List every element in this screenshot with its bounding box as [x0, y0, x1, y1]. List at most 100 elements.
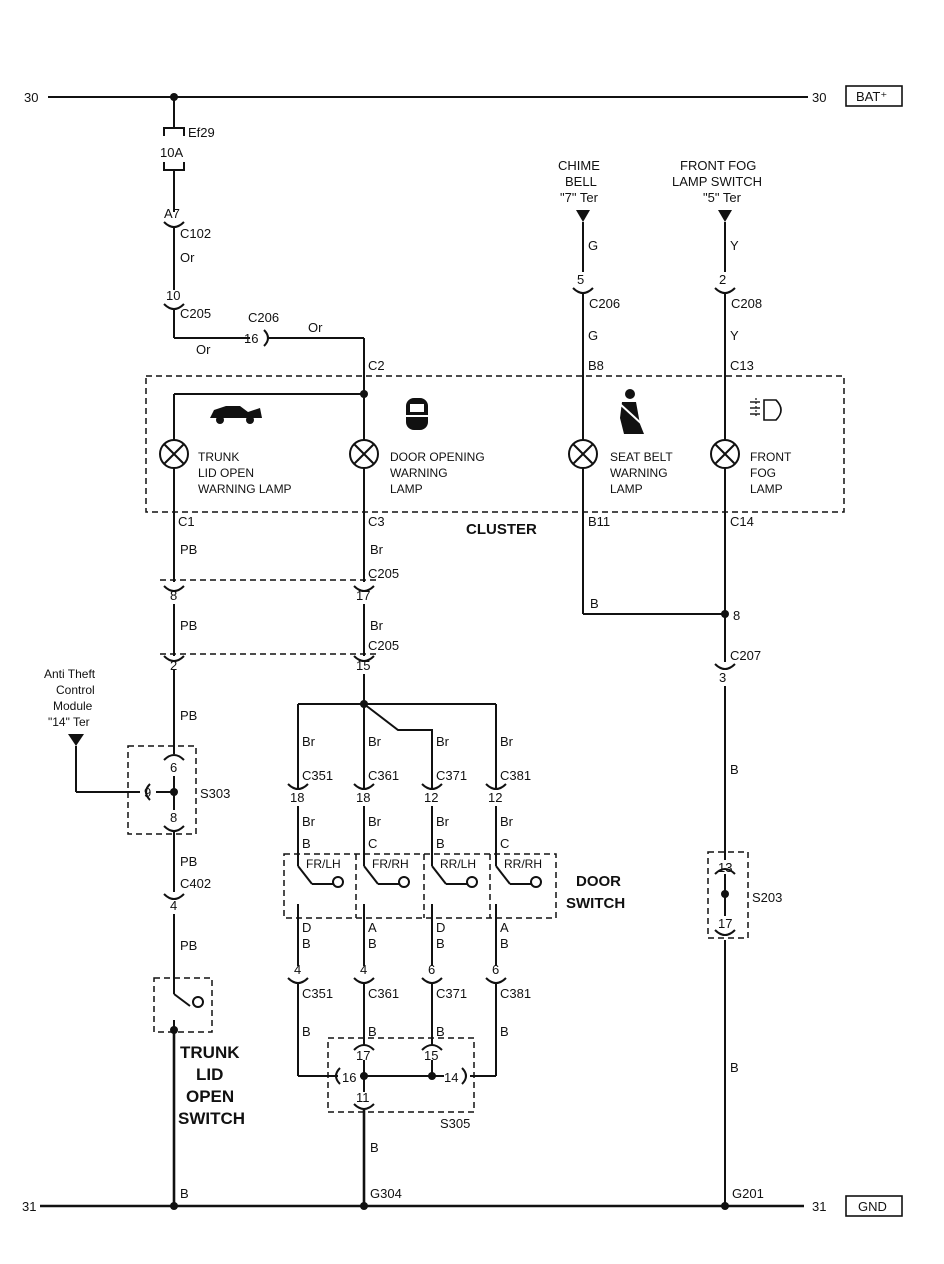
cluster-to-c205: PB Br C205 8 17 PB Br C205 2 15: [160, 512, 399, 673]
branch-pin-top: 12: [424, 790, 438, 805]
door-switch-tree: [297, 674, 497, 790]
splice-s305: 17 15 16 14 11 S305 B: [297, 1000, 497, 1206]
conn-c205-mid: C205: [368, 566, 399, 581]
car-trunk-icon: [210, 406, 262, 424]
conn-c102: C102: [180, 226, 211, 241]
fog-lamp-line-3: LAMP: [750, 482, 783, 496]
car-door-icon: [404, 398, 430, 430]
branch-term-top: B: [436, 836, 445, 851]
door-lamp-line-3: LAMP: [390, 482, 423, 496]
fog-wire-y1: Y: [730, 238, 739, 253]
branch-wire-b: B: [436, 936, 445, 951]
branch-conn-top: C351: [302, 768, 333, 783]
branch-wire-b: B: [302, 936, 311, 951]
cluster-c3: C3: [368, 514, 385, 529]
chime-bell-source: CHIME BELL "7" Ter G 5 C206 G B8: [558, 158, 620, 440]
branch-wire-b: B: [500, 936, 509, 951]
wire-b-left: B: [180, 1186, 189, 1201]
door-lamp-line-1: DOOR OPENING: [390, 450, 485, 464]
wire-br-1: Br: [370, 542, 384, 557]
trunk-switch-line-1: TRUNK: [180, 1043, 240, 1062]
door-switch-box: DOOR SWITCH: [283, 853, 625, 919]
branch-wire-top: Br: [368, 734, 382, 749]
branch-wire-top: Br: [436, 734, 450, 749]
pin-2: 2: [170, 658, 177, 673]
conn-c13: C13: [730, 358, 754, 373]
s203-pin-17: 17: [718, 916, 732, 931]
branch-wire-mid: Br: [436, 814, 450, 829]
wire-pb-2: PB: [180, 618, 197, 633]
conn-a7: A7: [164, 206, 180, 221]
seatbelt-warning-lamp: SEAT BELT WARNING LAMP: [568, 389, 673, 496]
trunk-lamp-line-3: WARNING LAMP: [198, 482, 292, 496]
bat-label: BAT⁺: [856, 89, 887, 104]
chime-c206: C206: [589, 296, 620, 311]
branch-term-top: B: [302, 836, 311, 851]
door-switch-fr-rh: FR/RH: [372, 857, 409, 871]
conn-c205-low: C205: [368, 638, 399, 653]
cluster-c14: C14: [730, 514, 754, 529]
branch-wire-top: Br: [302, 734, 316, 749]
conn-c402: C402: [180, 876, 211, 891]
door-switch-line-2: SWITCH: [566, 895, 625, 912]
s303-pin-6: 6: [170, 760, 177, 775]
fog-lamp-icon: [750, 398, 782, 421]
chime-pin: 5: [577, 272, 584, 287]
cluster: TRUNK LID OPEN WARNING LAMP DOOR OPENING…: [145, 375, 845, 538]
fog-lamp: FRONT FOG LAMP: [710, 398, 792, 496]
fog-src-line-2: LAMP SWITCH: [672, 174, 762, 189]
conn-c207: C207: [730, 648, 761, 663]
chime-wire-g1: G: [588, 238, 598, 253]
gnd-label: GND: [858, 1199, 887, 1214]
wire-pb-5: PB: [180, 938, 197, 953]
s303-pin-8: 8: [170, 810, 177, 825]
wire-b-seat: B: [590, 596, 599, 611]
branch-term-top: C: [368, 836, 377, 851]
conn-c205-top: C205: [180, 306, 211, 321]
branch-term-top: C: [500, 836, 509, 851]
s305-pin-14: 14: [444, 1070, 458, 1085]
trunk-switch-line-4: SWITCH: [178, 1109, 245, 1128]
pin-15: 15: [356, 658, 370, 673]
fog-switch-source: FRONT FOG LAMP SWITCH "5" Ter Y 2 C208 Y…: [672, 158, 762, 440]
door-switch-branches: BrC35118BrBFR/LHDB4C351BBrC36118BrCFR/RH…: [287, 734, 542, 1039]
trunk-switch-line-2: LID: [196, 1065, 223, 1084]
fog-lamp-line-1: FRONT: [750, 450, 792, 464]
wire-or-1: Or: [180, 250, 195, 265]
s303-pin-9: 9: [144, 785, 151, 800]
pin-17: 17: [356, 588, 370, 603]
branch-pin-bot: 4: [294, 962, 301, 977]
branch-term-bot: D: [302, 920, 311, 935]
fog-c208: C208: [731, 296, 762, 311]
wire-b-mid: B: [370, 1140, 379, 1155]
branch-conn-top: C361: [368, 768, 399, 783]
chime-line-2: BELL: [565, 174, 597, 189]
chime-arrow-icon: [576, 210, 590, 222]
wire-pb-1: PB: [180, 542, 197, 557]
seat-lamp-line-2: WARNING: [610, 466, 668, 480]
bat-box: [845, 85, 903, 107]
s303-name: S303: [200, 786, 230, 801]
anti-theft-module: Anti Theft Control Module "14" Ter: [44, 667, 140, 793]
cluster-label: CLUSTER: [466, 521, 537, 538]
s203-name: S203: [752, 890, 782, 905]
seatbelt-ground-link: B 8 C207 3 B: [582, 512, 761, 860]
s305-pin-15: 15: [424, 1048, 438, 1063]
branch-pin-bot: 6: [428, 962, 435, 977]
pin-8-right: 8: [733, 608, 740, 623]
trunk-lamp-line-2: LID OPEN: [198, 466, 254, 480]
door-switch-line-1: DOOR: [576, 873, 621, 890]
wire-pb-4: PB: [180, 854, 197, 869]
wire-pb-3: PB: [180, 708, 197, 723]
s203-pin-13: 13: [718, 860, 732, 875]
cluster-border: [145, 375, 845, 513]
branch-term-bot: A: [500, 920, 509, 935]
fog-pin: 2: [719, 272, 726, 287]
branch-pin-bot: 4: [360, 962, 367, 977]
door-switch-rr-rh: RR/RH: [504, 857, 542, 871]
